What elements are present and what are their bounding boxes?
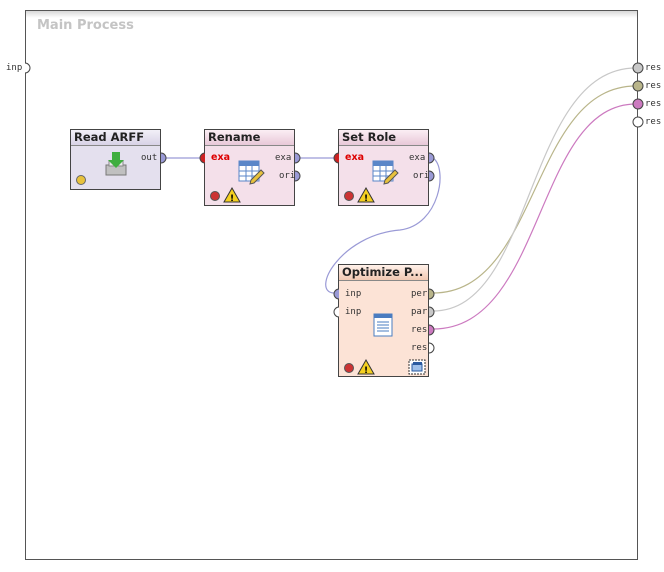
table-edit-icon <box>372 160 399 185</box>
operator-title: Rename <box>205 130 294 146</box>
out-port-ori <box>428 170 435 182</box>
wire-per-res1 <box>432 85 637 294</box>
in-port <box>333 152 340 164</box>
out-port-exa <box>428 152 435 164</box>
out-port-res-2 <box>428 342 435 354</box>
port-label-exa-out: exa <box>275 153 292 163</box>
port-label-inp-1: inp <box>345 289 362 299</box>
document-list-icon <box>373 313 393 337</box>
svg-text:!: ! <box>230 194 234 204</box>
in-port-1 <box>333 288 340 300</box>
process-output-label: res <box>645 81 662 91</box>
operator-set-role[interactable]: Set Role exa exa ori ! <box>333 129 435 206</box>
port-label-exa-in: exa <box>345 152 364 163</box>
port-label-per: per <box>411 289 428 299</box>
port-label-exa-in: exa <box>211 152 230 163</box>
wire-res-res2 <box>432 103 637 330</box>
port-label-par: par <box>411 307 428 317</box>
out-port-res-1 <box>428 324 435 336</box>
port-label-res-1: res <box>411 325 428 335</box>
process-input-label: inp <box>6 63 23 73</box>
port-label-ori: ori <box>413 171 430 181</box>
out-port-ori <box>294 170 301 182</box>
process-output-label: res <box>645 99 662 109</box>
wire-setrole-optimize <box>325 157 441 294</box>
operator-optimize-parameters[interactable]: Optimize P... inp inp per par res res ! <box>333 264 435 377</box>
port-label-out: out <box>141 153 158 163</box>
operator-title: Read ARFF <box>71 130 160 146</box>
table-edit-icon <box>238 160 265 185</box>
process-output-port-4 <box>632 116 644 128</box>
port-label-inp-2: inp <box>345 307 362 317</box>
read-arff-icon <box>76 152 127 185</box>
operator-rename[interactable]: Rename exa exa ori ! <box>199 129 301 206</box>
rename-graphics: ! <box>199 152 301 204</box>
process-output-port-1 <box>632 62 644 74</box>
in-port <box>199 152 206 164</box>
port-label-exa-out: exa <box>409 153 426 163</box>
optimize-graphics: ! <box>333 288 435 376</box>
process-canvas[interactable] <box>25 10 638 560</box>
in-port-2 <box>333 306 340 318</box>
out-port-par <box>428 306 435 318</box>
svg-text:!: ! <box>364 194 368 204</box>
set-role-graphics: ! <box>333 152 435 204</box>
svg-text:!: ! <box>364 366 368 376</box>
out-port <box>160 152 167 164</box>
read-arff-ports <box>160 152 167 164</box>
canvas-shadow-top <box>26 11 637 18</box>
wire-par-res0 <box>432 67 637 312</box>
port-label-res-2: res <box>411 343 428 353</box>
port-label-ori: ori <box>279 171 296 181</box>
process-output-label: res <box>645 117 662 127</box>
out-port-exa <box>294 152 301 164</box>
process-input-port <box>24 62 31 74</box>
process-output-label: res <box>645 63 662 73</box>
operator-title: Set Role <box>339 130 428 146</box>
process-output-port-3 <box>632 98 644 110</box>
subprocess-icon <box>408 359 426 375</box>
operator-read-arff[interactable]: Read ARFF out <box>70 129 167 190</box>
process-title: Main Process <box>37 18 134 33</box>
process-output-port-2 <box>632 80 644 92</box>
operator-title: Optimize P... <box>339 265 428 281</box>
out-port-per <box>428 288 435 300</box>
